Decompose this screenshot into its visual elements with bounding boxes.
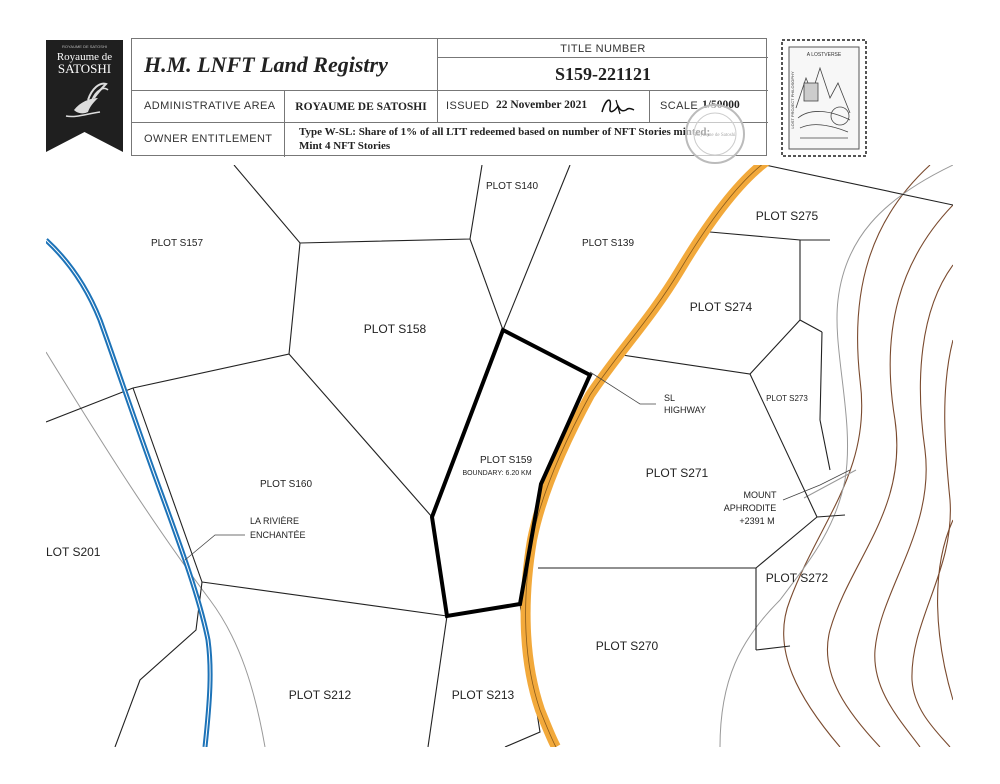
plot-s213-label: PLOT S213 [452, 688, 515, 702]
leader-lines [184, 371, 851, 561]
highway-label-line1: SL [664, 393, 675, 403]
gray-lines [46, 165, 953, 747]
stamp-text-top: A LOSTVERSE [807, 52, 842, 58]
plot-s201-label: LOT S201 [46, 545, 101, 559]
plot-s140-label: PLOT S140 [486, 181, 539, 192]
plot-s158-label: PLOT S158 [364, 322, 427, 336]
scale-label: SCALE [660, 100, 699, 112]
registry-title: H.M. LNFT Land Registry [144, 52, 388, 77]
river-label-line2: ENCHANTÉE [250, 530, 306, 540]
plot-s273-label: PLOT S273 [766, 394, 808, 403]
admin-area-label: ADMINISTRATIVE AREA [144, 100, 276, 112]
highway-center-line [525, 165, 763, 747]
banner-small-text: ROYAUME DE SATOSHI [62, 44, 107, 49]
owner-label: OWNER ENTITLEMENT [144, 133, 273, 145]
mount-label-line1: MOUNT [744, 490, 777, 500]
plot-boundaries [46, 165, 953, 747]
plot-s160-label: PLOT S160 [260, 479, 313, 490]
plot-s275-label: PLOT S275 [756, 209, 819, 223]
royaume-banner: ROYAUME DE SATOSHI Royaume de SATOSHI [46, 40, 123, 152]
title-number-label: TITLE NUMBER [560, 43, 646, 55]
plot-map: PLOT S140 PLOT S139 PLOT S275 PLOT S157 … [46, 165, 953, 747]
plot-s159-label: PLOT S159 [480, 455, 533, 466]
banner-line1: Royaume de [57, 51, 112, 63]
river-label-line1: LA RIVIÈRE [250, 516, 299, 526]
royaume-seal: Royaume de Satoshi [685, 104, 745, 164]
plot-s159-boundary-label: BOUNDARY: 6.20 KM [462, 470, 531, 477]
highway-label-line2: HIGHWAY [664, 405, 706, 415]
contour-lines [783, 165, 953, 747]
sl-highway [520, 165, 770, 747]
postage-stamp: A LOSTVERSE LOST PROJECT PHILOSOPHY [781, 39, 867, 157]
signature-icon [601, 99, 635, 115]
stamp-illustration [795, 66, 851, 139]
admin-area-value: ROYAUME DE SATOSHI [295, 101, 427, 113]
plot-s271-label: PLOT S271 [646, 466, 709, 480]
registry-header: H.M. LNFT Land Registry TITLE NUMBER S15… [131, 38, 768, 157]
mount-label-line3: +2391 M [739, 516, 774, 526]
la-riviere-enchantee [46, 238, 213, 747]
plot-s212-label: PLOT S212 [289, 688, 352, 702]
plot-s270-label: PLOT S270 [596, 639, 659, 653]
plot-s139-label: PLOT S139 [582, 238, 635, 249]
issued-label: ISSUED [446, 100, 490, 112]
owner-line2: Mint 4 NFT Stories [299, 140, 391, 152]
stamp-text-side: LOST PROJECT PHILOSOPHY [790, 71, 795, 129]
river-center-line [46, 239, 211, 747]
owner-line1: Type W-SL: Share of 1% of all LTT redeem… [299, 126, 711, 138]
plot-s159-boundary [429, 327, 593, 619]
issued-value: 22 November 2021 [496, 99, 588, 111]
mount-label-line2: APHRODITE [724, 503, 777, 513]
banner-line2: SATOSHI [58, 61, 111, 76]
winged-shoe-icon [65, 82, 109, 118]
title-number: S159-221121 [554, 64, 651, 84]
plot-s272-label: PLOT S272 [766, 571, 829, 585]
plot-s274-label: PLOT S274 [690, 300, 753, 314]
plot-s157-label: PLOT S157 [151, 238, 204, 249]
seal-text: Royaume de Satoshi [694, 133, 736, 138]
